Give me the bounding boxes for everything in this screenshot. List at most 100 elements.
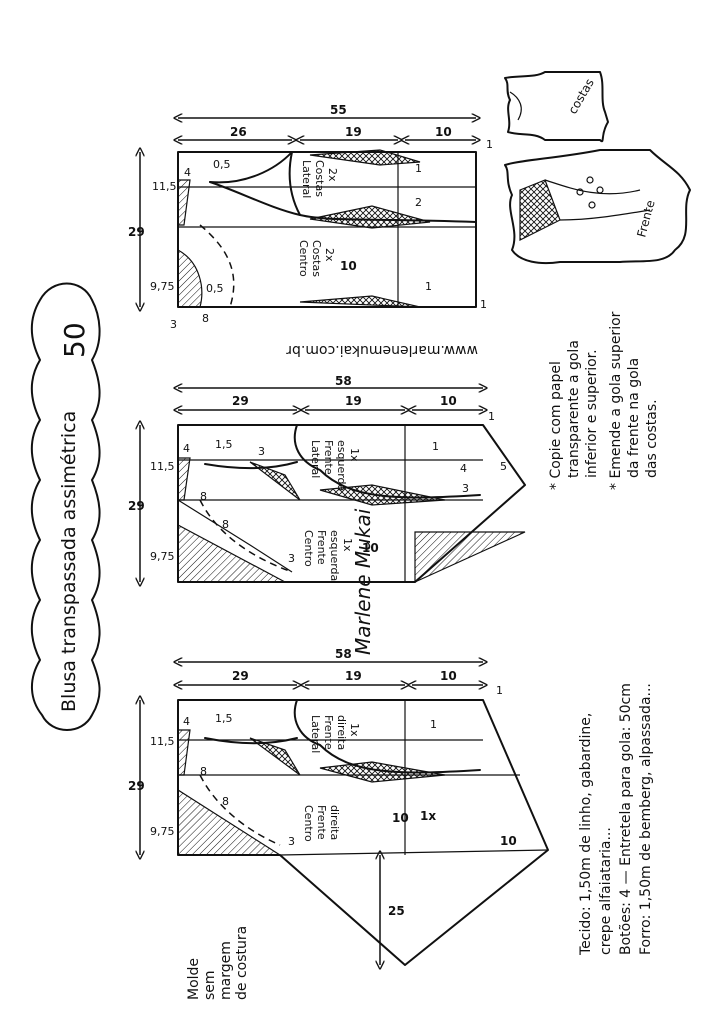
back-width-b: 19 — [345, 125, 362, 139]
right-front-side-label-1: Lateral — [309, 715, 322, 753]
right-front-neck: 4 — [183, 715, 190, 728]
title-cloud: Blusa transpassada assimétrica 50 — [30, 282, 101, 731]
left-front-side-label-3: esquerda — [335, 440, 348, 491]
right-front-hem-hatch — [177, 788, 283, 856]
website: www.marlenemukai.com.br — [286, 342, 478, 358]
right-front-collar-a: 8 — [200, 765, 207, 778]
right-front-width-a: 29 — [232, 669, 249, 683]
front-sketch-button-3 — [576, 188, 584, 196]
right-front-center-label-3: direita — [328, 805, 341, 840]
right-front-piece: 58 29 19 10 29 11,5 9,75 4 1,5 8 8 3 1 1… — [128, 647, 549, 965]
left-front-collar-a: 8 — [200, 490, 207, 503]
right-front-width-c: 10 — [440, 669, 457, 683]
margin-note-line-3: margem — [218, 941, 234, 1000]
back-side-label-3: 2x — [326, 168, 339, 182]
page-number: 50 — [58, 322, 91, 358]
back-mark-5: 1 — [480, 298, 487, 311]
right-front-width-b: 19 — [345, 669, 362, 683]
left-front-waist: 10 — [362, 541, 379, 555]
right-front-neck-hatch — [177, 729, 191, 776]
right-front-side-label-2: Frente — [322, 715, 335, 750]
front-sketch-button-4 — [588, 201, 596, 209]
right-front-dart-middle — [319, 761, 446, 783]
front-sketch-lapel — [544, 179, 641, 195]
instructions-line-1: * Copie com papel — [548, 361, 564, 490]
page-title: Blusa transpassada assimétrica — [58, 411, 80, 712]
back-armhole-value: 0,5 — [206, 282, 224, 295]
left-front-hem-a: 4 — [460, 462, 467, 475]
materials-line-3: Botões: 4 — Entretela para gola: 50cm — [618, 683, 634, 955]
right-front-waist: 10 — [392, 811, 409, 825]
left-front-hem-panel — [414, 531, 526, 583]
right-front-hem-a: 1 — [496, 684, 503, 697]
back-dart-top — [309, 149, 421, 166]
right-front-drop: 25 — [388, 904, 405, 918]
left-front-width-c: 10 — [440, 394, 457, 408]
left-front-center-label-3: esquerda — [328, 530, 341, 581]
sketch-back-label: costas — [565, 76, 596, 116]
right-front-side-mark: 1 — [430, 718, 437, 731]
back-side-label-1: Lateral — [300, 160, 313, 198]
right-front-hem-line — [279, 849, 549, 856]
left-front-bottom-mark: 3 — [288, 552, 295, 565]
back-waist: 10 — [340, 259, 357, 273]
left-front-collar-b: 8 — [222, 518, 229, 531]
back-top: 11,5 — [152, 180, 177, 193]
back-sketch-neck — [509, 91, 522, 121]
back-neck-hatch — [177, 179, 191, 226]
left-front-hem-d: 1 — [488, 410, 495, 423]
back-center-label-1: Centro — [297, 240, 310, 277]
right-front-top: 11,5 — [150, 735, 175, 748]
margin-note-line-1: Molde — [186, 958, 202, 1000]
left-front-width-b: 19 — [345, 394, 362, 408]
instructions: * Copie com papel transparente a gola in… — [548, 311, 660, 490]
front-sketch-wrap — [559, 209, 651, 221]
left-front-hem-b: 5 — [500, 460, 507, 473]
materials-list: Tecido: 1,50m de linho, gabardine, crepe… — [578, 683, 654, 956]
front-sketch-collar-hatch — [519, 179, 561, 241]
right-front-shoulder: 1,5 — [215, 712, 233, 725]
back-total-width: 55 — [330, 103, 347, 117]
left-front-collar-c: 3 — [258, 445, 265, 458]
right-front-collar-b: 8 — [222, 795, 229, 808]
right-front-armhole — [204, 737, 298, 745]
back-shoulder: 0,5 — [213, 158, 231, 171]
left-front-facing-line — [199, 499, 293, 573]
left-front-side-label-2: Frente — [322, 440, 335, 475]
materials-line-1: Tecido: 1,50m de linho, gabardine, — [578, 713, 594, 956]
back-height: 29 — [128, 225, 145, 239]
left-front-side-label-1: Lateral — [309, 440, 322, 478]
right-front-total-width: 58 — [335, 647, 352, 661]
left-front-hem-hatch — [177, 524, 286, 583]
front-sketch — [504, 149, 691, 265]
left-front-neck: 4 — [183, 442, 190, 455]
back-armhole-curve — [209, 151, 293, 184]
instructions-line-4: * Emende a gola superior — [608, 311, 624, 490]
left-front-height: 29 — [128, 499, 145, 513]
back-center-label-2: Costas — [310, 240, 323, 277]
left-front-side-mark: 3 — [462, 482, 469, 495]
right-front-side-label-3: direita — [335, 715, 348, 750]
right-front-count: 1x — [420, 809, 436, 823]
left-front-dart-top — [249, 461, 301, 501]
left-front-shoulder: 1,5 — [215, 438, 233, 451]
back-mark-3: 2 — [415, 196, 422, 209]
left-front-center-label-1: Centro — [302, 530, 315, 567]
back-sketch — [504, 71, 609, 143]
back-neck: 4 — [184, 166, 191, 179]
left-front-total-width: 58 — [335, 374, 352, 388]
left-front-center-label-2: Frente — [315, 530, 328, 565]
signature: Marlene Mukai — [351, 508, 375, 655]
back-center-label-3: 2x — [323, 248, 336, 262]
back-piece: 55 26 19 10 29 11,5 9,75 4 0,5 0,5 3 8 1… — [128, 103, 493, 331]
right-front-end: 10 — [500, 834, 517, 848]
left-front-top: 11,5 — [150, 460, 175, 473]
right-front-bottom-mark: 3 — [288, 835, 295, 848]
instructions-line-2: transparente a gola — [566, 340, 582, 478]
materials-line-2: crepe alfaiataria... — [598, 827, 614, 955]
left-front-center-label-4: 1x — [341, 538, 354, 552]
back-mark-2: 1 — [415, 162, 422, 175]
instructions-line-3: inferior e superior. — [584, 349, 600, 478]
